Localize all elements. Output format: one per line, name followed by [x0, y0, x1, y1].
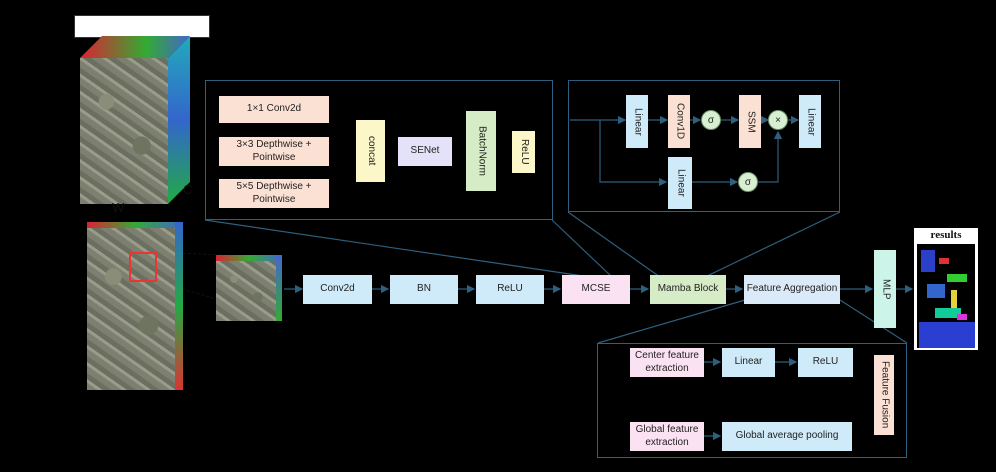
- mamba-linear-bottom: Linear: [668, 157, 692, 209]
- feature-fusion-block: Feature Fusion: [874, 355, 894, 435]
- sigma-circle-top: σ: [701, 110, 721, 130]
- center-feature-extraction: Center feature extraction: [630, 348, 704, 377]
- cube-front-face: [80, 58, 168, 204]
- cube2-top-face: [87, 222, 183, 232]
- branch-1x1-conv2d: 1×1 Conv2d: [219, 96, 329, 123]
- aggregation-linear: Linear: [722, 348, 775, 377]
- global-average-pooling: Global average pooling: [722, 422, 852, 451]
- hyperspectral-cube-bottom: [87, 222, 183, 390]
- senet-block: SENet: [398, 137, 452, 166]
- sigma-circle-bottom: σ: [738, 172, 758, 192]
- pipeline-relu: ReLU: [476, 275, 544, 304]
- mcse-detail-frame: [205, 80, 553, 220]
- branch-3x3-depthwise: 3×3 Depthwise + Pointwise: [219, 137, 329, 166]
- cube2-front-face: [87, 228, 175, 390]
- pipeline-bn: BN: [390, 275, 458, 304]
- ssm-block: SSM: [739, 95, 761, 148]
- pipeline-mamba-block: Mamba Block: [650, 275, 726, 304]
- concat-block: concat: [356, 120, 385, 182]
- results-classification-map: [917, 244, 975, 348]
- mamba-detail-frame: [568, 80, 840, 212]
- aggregation-relu: ReLU: [798, 348, 853, 377]
- hyperspectral-cube-top: [80, 36, 190, 204]
- pipeline-conv2d: Conv2d: [303, 275, 372, 304]
- pipeline-mcse: MCSE: [562, 275, 630, 304]
- patch-front-face: [216, 261, 276, 321]
- mamba-linear-out: Linear: [799, 95, 821, 148]
- pipeline-mlp: MLP: [874, 250, 896, 328]
- cube-side-face: [168, 36, 190, 204]
- branch-5x5-depthwise: 5×5 Depthwise + Pointwise: [219, 179, 329, 208]
- aggregation-detail-frame: [597, 343, 907, 458]
- cube-label-c: C: [183, 182, 193, 197]
- patch-top-face: [216, 255, 282, 261]
- results-title: results: [930, 229, 962, 241]
- cube-label-w: W: [112, 200, 125, 215]
- mamba-conv1d: Conv1D: [668, 95, 690, 148]
- batchnorm-block: BatchNorm: [466, 111, 496, 191]
- mcse-relu-block: ReLU: [512, 131, 535, 173]
- multiply-circle: ×: [768, 110, 788, 130]
- results-panel: results: [914, 228, 978, 350]
- input-title-box: [74, 15, 210, 38]
- patch-side-face: [276, 255, 282, 321]
- cube2-side-face: [175, 222, 183, 390]
- patch-selection-box: [129, 252, 157, 282]
- global-feature-extraction: Global feature extraction: [630, 422, 704, 451]
- extracted-patch: [216, 255, 282, 321]
- cube-top-face: [80, 36, 190, 58]
- pipeline-feature-aggregation: Feature Aggregation: [744, 275, 840, 304]
- mamba-linear-top: Linear: [626, 95, 648, 148]
